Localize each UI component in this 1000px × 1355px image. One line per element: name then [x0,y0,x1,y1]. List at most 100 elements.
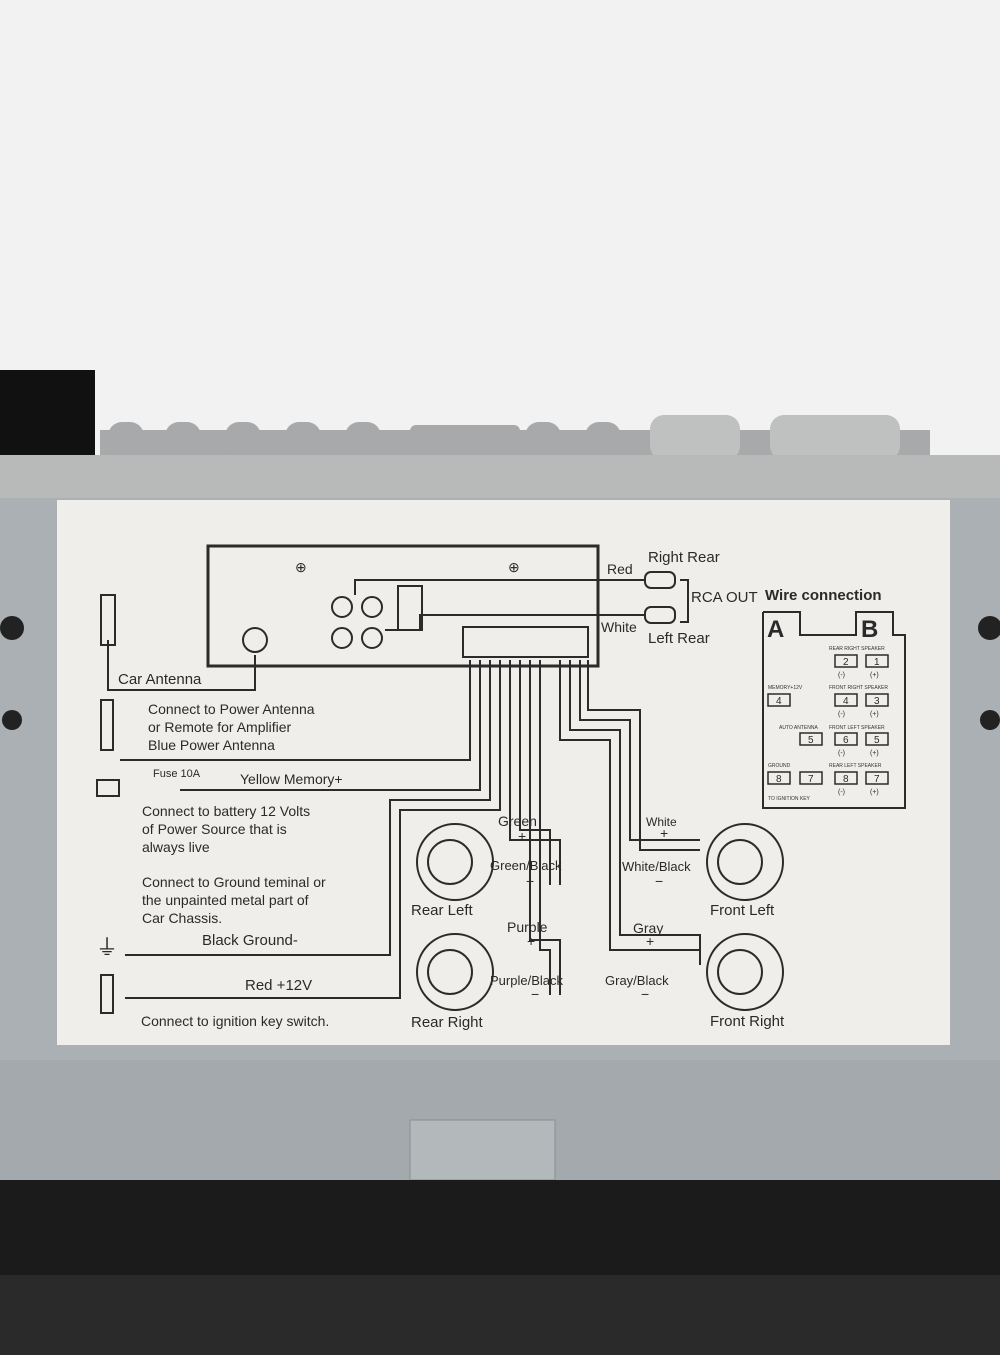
left-labels: Car Antenna Connect to Power Antenna or … [118,671,343,1029]
pin-box [834,693,858,707]
rear-right-speaker-label: REAR RIGHT SPEAKER [829,646,885,652]
front-left-label: Front Left [710,902,775,919]
battery-text: of Power Source that is [142,821,287,837]
minus-sign: − [655,873,663,889]
black-block [0,370,95,460]
speaker-labels: Rear Left Rear Right Front Left Front Ri… [411,813,785,1031]
rear-left-label: Rear Left [411,902,474,919]
ground-label: GROUND [768,763,791,769]
fuse-label: Fuse 10A [153,768,201,780]
battery-text: always live [142,839,210,855]
pin-box [865,693,889,707]
pin-box [767,771,791,785]
auto-antenna-label: AUTO ANTENNA [779,725,818,731]
pin-number: 5 [874,735,880,746]
ignition-text: Connect to ignition key switch. [141,1013,329,1029]
memory-label: MEMORY+12V [768,685,803,691]
pin-box [799,771,823,785]
left-rear-label: Left Rear [648,630,710,647]
black-ground-label: Black Ground- [202,932,298,949]
pin-number: 8 [843,774,849,785]
metal-plate [0,455,1000,500]
right-rear-label: Right Rear [648,549,720,566]
pin-number: 1 [874,657,880,668]
pin-number: 5 [808,735,814,746]
front-left-speaker-label: FRONT LEFT SPEAKER [829,725,885,731]
ground-icon: ⏚ [96,935,118,960]
polarity-label: (-) [838,711,845,718]
green-label: Green [498,813,537,829]
polarity-label: (-) [838,750,845,757]
wire-connection-panel: Wire connection A B REAR RIGHT SPEAKER F… [762,587,906,809]
pin-box [865,732,889,746]
gray-black-label: Gray/Black [605,973,669,988]
purple-black-label: Purple/Black [490,973,563,988]
power-antenna-text: Connect to Power Antenna [148,701,315,717]
polarity-label: (-) [838,789,845,796]
battery-text: Connect to battery 12 Volts [142,803,310,819]
plus-sign: + [527,933,535,949]
wiring-diagram: ⊕ ⊕ ⏚ [96,544,784,1014]
battery-icon [96,779,120,797]
speaker-icon [416,823,494,901]
pin-number: 4 [843,696,849,707]
pin-box [799,732,823,746]
ground-text: Connect to Ground teminal or [142,874,326,890]
pin-box [767,693,791,707]
minus-sign: − [531,986,539,1002]
power-antenna-text: or Remote for Amplifier [148,719,291,735]
plus-sign: + [518,828,526,844]
speaker-icon [416,933,494,1011]
rca-out-label: RCA OUT [691,589,758,606]
pin-box [834,654,858,668]
front-right-label: Front Right [710,1013,785,1030]
rear-right-label: Rear Right [411,1014,484,1031]
polarity-label: (+) [870,789,879,796]
gray-label: Gray [633,920,663,936]
white-black-label: White/Black [622,859,691,874]
screw-icon: ⊕ [508,559,520,575]
purple-label: Purple [507,919,548,935]
pin-number: 2 [843,657,849,668]
plus-sign: + [646,933,654,949]
pin-box [865,654,889,668]
front-right-speaker-label: FRONT RIGHT SPEAKER [829,685,888,691]
red-12v-label: Red +12V [245,977,312,994]
car-antenna-label: Car Antenna [118,671,202,688]
rear-left-speaker-label: REAR LEFT SPEAKER [829,763,882,769]
bottom-panel [0,1180,1000,1275]
speaker-icon [706,823,784,901]
connector-a-label: A [767,616,784,643]
pin-box [865,771,889,785]
ground-text: Car Chassis. [142,910,222,926]
to-ignition-label: TO IGNITION KEY [768,796,811,802]
plus-sign: + [660,825,668,841]
polarity-label: (+) [870,672,879,679]
pin-number: 3 [874,696,880,707]
power-antenna-text: Blue Power Antenna [148,737,275,753]
pin-box [834,771,858,785]
white-label: White [646,815,677,829]
yellow-memory-label: Yellow Memory+ [240,771,343,787]
minus-sign: − [641,986,649,1002]
wire-connection-title: Wire connection [765,587,882,604]
antenna-plug-icon [100,699,114,751]
polarity-label: (+) [870,711,879,718]
polarity-label: (+) [870,750,879,757]
pin-box [834,732,858,746]
ground-text: the unpainted metal part of [142,892,309,908]
speaker-icon [706,933,784,1011]
rca-labels: Red White Right Rear Left Rear RCA OUT [601,549,758,647]
pin-number: 6 [843,735,849,746]
connector-b-label: B [861,616,878,643]
rca-red-label: Red [607,561,633,577]
screw-icon: ⊕ [295,559,307,575]
rca-white-label: White [601,619,637,635]
pin-number: 7 [808,774,814,785]
green-black-label: Green/Black [490,858,562,873]
heatsink-fins [100,415,930,460]
pin-number: 4 [776,696,782,707]
pin-number: 7 [874,774,880,785]
minus-sign: − [526,873,534,889]
